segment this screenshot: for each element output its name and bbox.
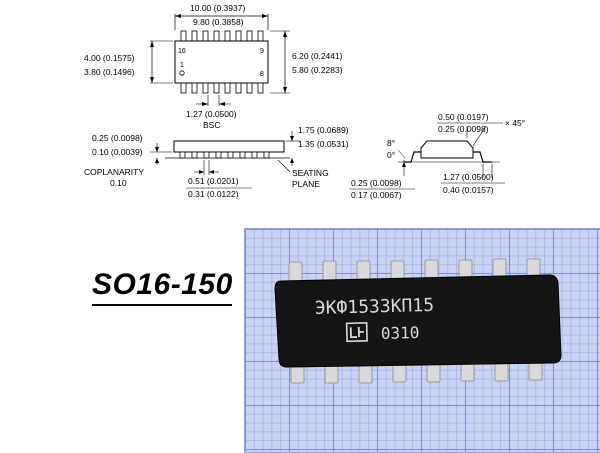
standoff-max-label: 0.25 (0.0098) [92,133,143,143]
lead-thickness-min-label: 0.17 (0.0067) [351,190,402,200]
top-view-pins-upper [180,30,264,42]
length-max-label: 10.00 (0.3937) [190,3,245,13]
top-view: 10.00 (0.3937) 9.80 (0.3858) 16 9 1 8 [84,3,343,130]
chip-body [274,274,562,368]
length-min-label: 9.80 (0.3858) [193,17,244,27]
chamfer-angle-label: × 45° [505,118,525,128]
chip-photo: ЭКФ1533КП15 0310 [244,228,600,453]
pin-1-dot [179,70,185,76]
pin-8-label: 8 [260,71,264,78]
pin-9-label: 9 [260,48,264,55]
chip-pins-upper [288,258,541,285]
pin-16-label: 16 [178,48,186,55]
chamfer-max-label: 0.50 (0.0197) [438,112,489,122]
chamfer-min-label: 0.25 (0.0098) [438,124,489,134]
height-min-label: 1.35 (0.0531) [298,139,349,149]
pin-1-label: 1 [180,62,184,69]
end-view-body [420,140,474,159]
package-name: SO16-150 [92,268,233,301]
lead-width-max-label: 0.51 (0.0201) [188,176,239,186]
height-max-label: 1.75 (0.0689) [298,125,349,135]
side-view-body [173,140,285,153]
pitch-note-label: BSC [203,120,220,130]
pitch-label: 1.27 (0.0500) [186,109,237,119]
side-view: 0.25 (0.0098) 0.10 (0.0039) 1.75 (0.0689… [84,125,349,199]
top-view-pins-lower [180,82,264,94]
foot-max-label: 1.27 (0.0500) [443,172,494,182]
package-name-underline [92,304,232,306]
total-width-min-label: 5.80 (0.2283) [292,65,343,75]
chip-marking-line2: 0310 [381,323,420,343]
seating-plane-label-2: PLANE [292,179,320,189]
lead-width-min-label: 0.31 (0.0122) [188,189,239,199]
lead-thickness-max-label: 0.25 (0.0098) [351,178,402,188]
manufacturer-logo-icon [345,322,368,343]
end-view-lead-right [473,151,492,163]
side-view-leads [179,151,270,159]
coplanarity-value: 0.10 [110,178,127,188]
total-width-max-label: 6.20 (0.2441) [292,51,343,61]
mechanical-drawing: 10.00 (0.3937) 9.80 (0.3858) 16 9 1 8 [84,3,525,200]
top-view-body [174,40,269,84]
angle-max-label: 8° [387,138,395,148]
angle-min-label: 0° [387,150,395,160]
coplanarity-label: COPLANARITY [84,167,144,177]
foot-min-label: 0.40 (0.0157) [443,185,494,195]
seating-plane-label-1: SEATING [292,168,329,178]
body-width-min-label: 3.80 (0.1496) [84,67,135,77]
end-view-lead-left [404,151,421,163]
standoff-min-label: 0.10 (0.0039) [92,147,143,157]
chip-marking-line1: ЭКФ1533КП15 [315,295,435,319]
body-width-max-label: 4.00 (0.1575) [84,53,135,63]
end-view: 0.50 (0.0197) 0.25 (0.0098) × 45° 8° 0° … [349,112,525,200]
chip-photo-svg: ЭКФ1533КП15 0310 [274,258,562,384]
